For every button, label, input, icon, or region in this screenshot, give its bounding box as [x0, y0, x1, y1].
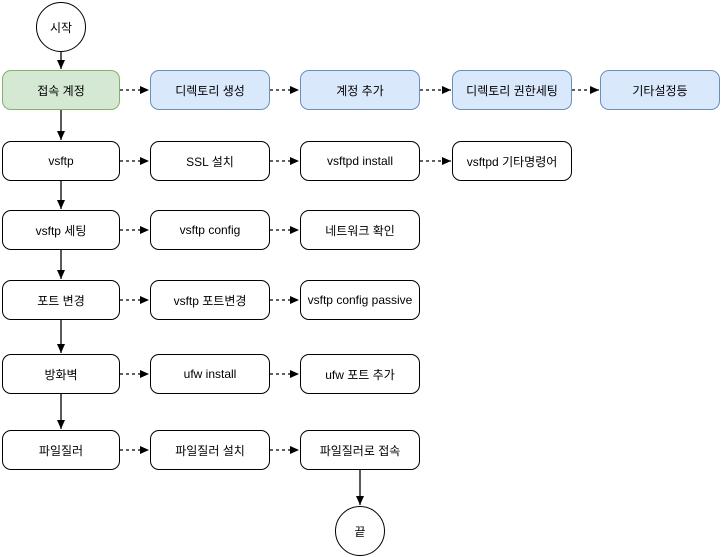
node-vsftp: vsftp — [2, 141, 120, 181]
node-connect-account: 접속 계정 — [2, 70, 120, 110]
node-vsftp-setting: vsftp 세팅 — [2, 210, 120, 250]
dashed-arrows — [120, 86, 599, 454]
end-terminal: 끝 — [335, 506, 385, 556]
node-filezilla-install: 파일질러 설치 — [150, 430, 270, 470]
node-vsftp-config-passive: vsftp config passive — [300, 280, 420, 320]
node-vsftpd-commands: vsftpd 기타명령어 — [452, 141, 572, 181]
node-ufw-add-port: ufw 포트 추가 — [300, 354, 420, 394]
node-filezilla: 파일질러 — [2, 430, 120, 470]
node-port-change: 포트 변경 — [2, 280, 120, 320]
solid-arrows — [57, 52, 364, 505]
node-add-account: 계정 추가 — [300, 70, 420, 110]
node-vsftpd-install: vsftpd install — [300, 141, 420, 181]
node-ufw-install: ufw install — [150, 354, 270, 394]
start-terminal: 시작 — [36, 2, 86, 52]
node-ssl-install: SSL 설치 — [150, 141, 270, 181]
node-network-check: 네트워크 확인 — [300, 210, 420, 250]
node-vsftp-config: vsftp config — [150, 210, 270, 250]
node-filezilla-connect: 파일질러로 접속 — [300, 430, 420, 470]
node-firewall: 방화벽 — [2, 354, 120, 394]
node-vsftp-port-change: vsftp 포트변경 — [150, 280, 270, 320]
node-directory-permissions: 디렉토리 권한세팅 — [452, 70, 572, 110]
node-create-directory: 디렉토리 생성 — [150, 70, 270, 110]
node-other-settings: 기타설정등 — [600, 70, 720, 110]
